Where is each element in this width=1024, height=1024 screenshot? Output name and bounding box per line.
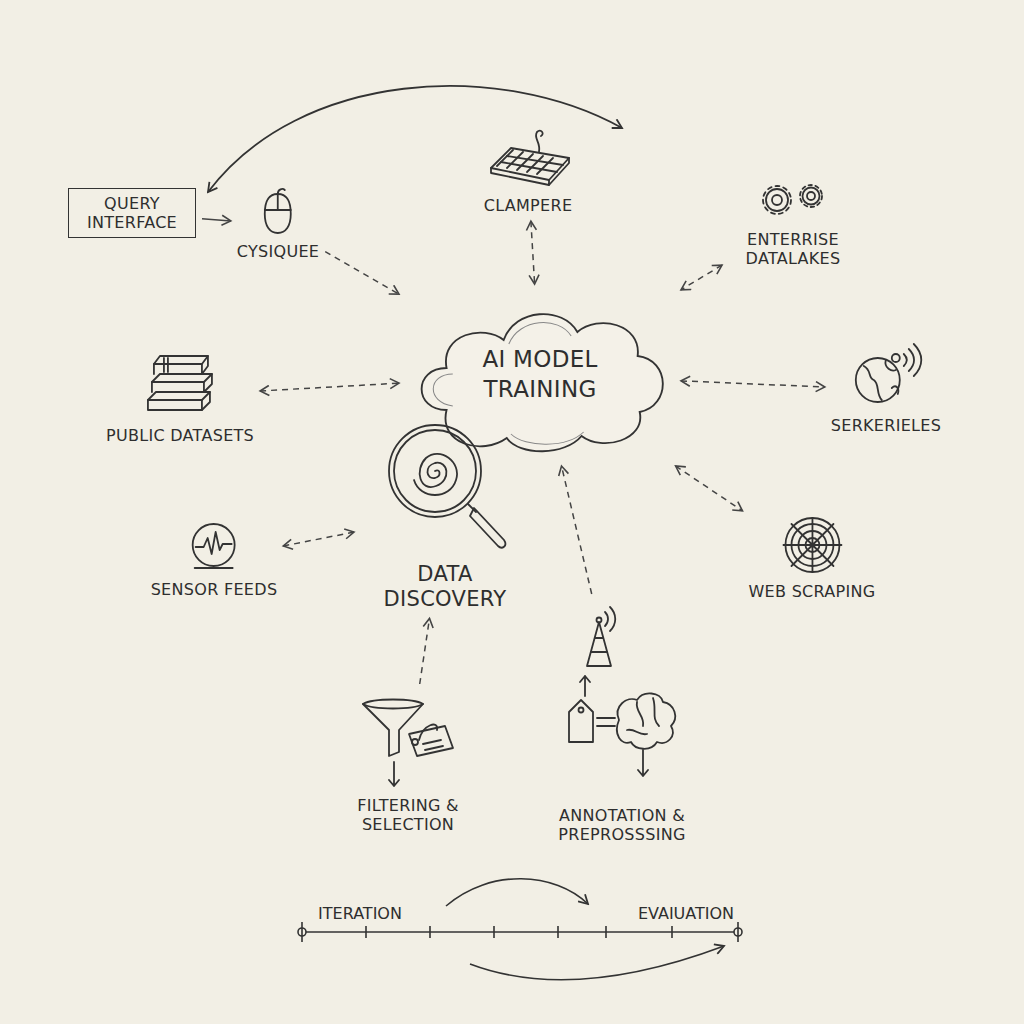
box-label: QUERY INTERFACE (77, 194, 187, 232)
source-node: SENSOR FEEDS (151, 520, 278, 599)
connector-arrow (681, 265, 722, 290)
query-box: QUERY INTERFACE (68, 188, 196, 238)
node-label: ANNOTATION & PREPROSSSING (537, 806, 707, 844)
globe-icon (846, 344, 926, 410)
node-label: ENTERRISE DATALAKES (728, 230, 858, 268)
connector-arrow (531, 221, 535, 284)
mouse-icon (261, 188, 295, 236)
source-node: WEB SCRAPING (748, 514, 875, 601)
funnel-icon (353, 690, 463, 790)
source-node: FILTERING & SELECTION (333, 690, 483, 834)
cloud-outline (405, 290, 675, 460)
node-label: SERKERIELES (831, 416, 941, 435)
source-node: CYSIQUEE (237, 188, 319, 261)
cloud-node: AI MODEL TRAINING (405, 290, 675, 460)
node-label: FILTERING & SELECTION (333, 796, 483, 834)
timeline-label: EVAIUATION (635, 904, 737, 923)
node-label: DATA DISCOVERY (360, 562, 530, 612)
source-node: ANNOTATION & PREPROSSSING (537, 600, 707, 844)
keyboard-icon (483, 128, 573, 190)
connector-arrow (202, 219, 231, 221)
timeline-label: ITERATION (315, 904, 405, 923)
sensor-icon (187, 520, 241, 574)
timeline (298, 879, 742, 980)
annotation-icon (557, 600, 687, 800)
connector-arrow (420, 618, 430, 684)
feedback-arc (208, 86, 622, 192)
magnifier-icon (380, 416, 510, 556)
connector-arrow (325, 252, 399, 294)
node-label: PUBLIC DATASETS (106, 426, 254, 445)
node-label: CYSIQUEE (237, 242, 319, 261)
source-node: DATA DISCOVERY (360, 416, 530, 612)
source-node: ENTERRISE DATALAKES (728, 176, 858, 268)
node-label: WEB SCRAPING (748, 582, 875, 601)
node-label: CLAMPERE (484, 196, 573, 215)
connector-arrow (562, 466, 592, 594)
node-label: SENSOR FEEDS (151, 580, 278, 599)
books-icon (140, 346, 220, 420)
cloud-title: AI MODEL TRAINING (455, 345, 625, 405)
connector-arrow (681, 381, 825, 387)
connector-arrow (283, 532, 354, 546)
source-node: PUBLIC DATASETS (106, 346, 254, 445)
connector-arrow (260, 383, 399, 391)
source-node: CLAMPERE (483, 128, 573, 215)
source-node: SERKERIELES (831, 344, 941, 435)
gears-icon (753, 176, 833, 224)
web-icon (777, 514, 847, 576)
connector-arrow (676, 466, 743, 511)
